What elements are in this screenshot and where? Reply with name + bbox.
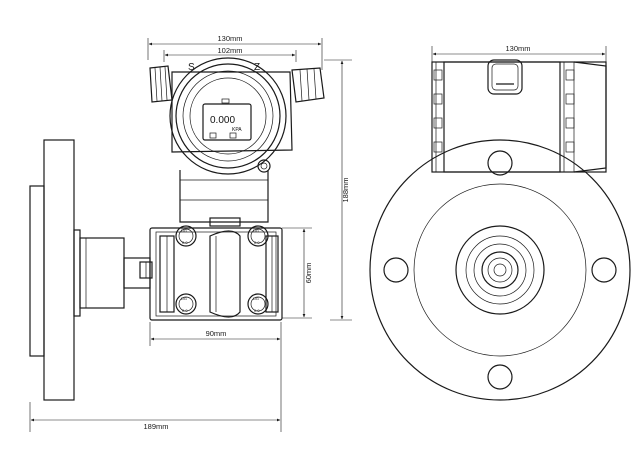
electronics-housing [169, 57, 293, 175]
dim-label-top-width: 130mm [217, 34, 242, 43]
housing-caps [149, 65, 325, 103]
lcd-unit: KPA [232, 127, 242, 133]
neck [179, 170, 269, 227]
side-flange [369, 139, 631, 401]
dim-label-height: 188mm [341, 177, 350, 202]
lcd-display: 0.000 KPA [202, 98, 252, 141]
bolt-bottom-right: DG 0.0 [247, 293, 269, 315]
bolt-top-right: DG 0.0 [247, 225, 269, 247]
bolt-mark: 0.0 [182, 308, 188, 313]
bolt-top-left: DG 0.0 [175, 225, 197, 247]
front-view: 130mm 102mm S Z [29, 34, 352, 432]
dim-flange-width: 90mm [149, 322, 282, 346]
bolt-label: DG [253, 228, 259, 233]
dim-label-inner-width: 102mm [217, 46, 242, 55]
side-view: 130mm [369, 44, 631, 401]
dim-top-width: 130mm [147, 34, 323, 70]
bolt-mark: 0.0 [254, 240, 260, 245]
dim-height: 188mm [324, 59, 352, 321]
side-dim-top-width: 130mm [431, 44, 607, 62]
dim-inner-width: 102mm [163, 46, 297, 62]
side-dim-label-top-width: 130mm [505, 44, 530, 53]
flange-hole-top [487, 150, 513, 176]
bolt-mark: 0.0 [182, 240, 188, 245]
dim-total-width: 189mm [29, 346, 282, 432]
dim-label-total-width: 189mm [143, 422, 168, 431]
flange-hole-bottom [487, 364, 513, 390]
bolt-bottom-left: DG 0.0 [175, 293, 197, 315]
dim-label-flange-height: 60mm [304, 263, 313, 284]
flange-hole-left [383, 257, 409, 283]
lcd-value: 0.000 [210, 115, 235, 126]
dim-flange-height: 60mm [282, 227, 313, 319]
bolt-label: DG [253, 296, 259, 301]
side-housing [431, 59, 607, 173]
label-z: Z [254, 62, 260, 73]
bolt-group: DG 0.0 DG 0.0 DG 0.0 DG 0.0 [175, 225, 269, 315]
process-flange-left [29, 139, 153, 401]
bolt-label: DG [181, 296, 187, 301]
label-s: S [188, 62, 195, 73]
dim-label-flange-width: 90mm [206, 329, 227, 338]
flange-hole-right [591, 257, 617, 283]
bolt-mark: 0.0 [254, 308, 260, 313]
bolt-label: DG [181, 228, 187, 233]
